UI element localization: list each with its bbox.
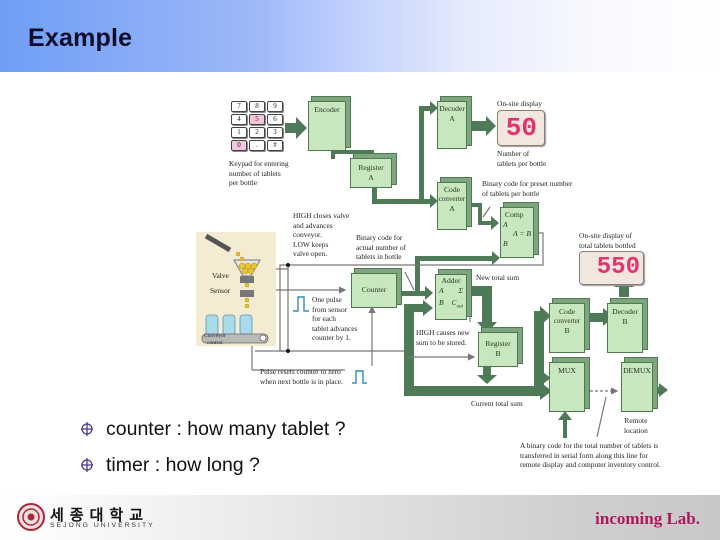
university-name-korean: 세종대학교	[50, 507, 150, 524]
keypad-key-0: 0	[231, 140, 247, 151]
annotation-pulse-resets: Pulse resets counter to zero when next b…	[260, 367, 343, 386]
demux-block: DEMUX	[621, 362, 653, 412]
mux-block: MUX	[549, 362, 585, 412]
keypad-key-hash: #	[267, 140, 283, 151]
annotation-binary-preset: Binary code for preset number of tablets…	[482, 179, 573, 198]
display-a: 50	[497, 110, 545, 146]
bullet-item: counter : how many tablet ?	[80, 411, 346, 447]
counter-block: Counter	[351, 273, 397, 308]
annotation-high-closes-valve: HIGH closes valve and advances conveyor.…	[293, 211, 350, 259]
display-b-title: On-site display of total tablets bottled	[579, 231, 636, 250]
code-converter-b-block: Code converter B	[549, 303, 585, 353]
bottling-machine-illustration	[196, 232, 276, 346]
register-a-block: Register A	[350, 158, 392, 188]
register-b-block: Register B	[478, 332, 518, 367]
keypad-caption: Keypad for entering number of tablets pe…	[229, 159, 289, 188]
display-a-caption: Number of tablets per bottle	[497, 149, 547, 168]
keypad-key-3: 3	[267, 127, 283, 138]
keypad-key-5: 5	[249, 114, 265, 125]
display-a-value: 50	[505, 113, 537, 143]
annotation-new-total-sum: New total sum	[476, 273, 520, 282]
display-b-value: 550	[596, 254, 640, 281]
keypad-key-8: 8	[249, 101, 265, 112]
display-b: 550	[579, 251, 644, 285]
annotation-binary-actual: Binary code for actual number of tablets…	[356, 233, 407, 262]
university-name-english: SEJONG UNIVERSITY	[50, 522, 155, 529]
university-seal-icon	[17, 503, 45, 531]
bullet-list: counter : how many tablet ? timer : how …	[80, 411, 346, 483]
encoder-block: Encoder	[308, 101, 346, 151]
tablet-bottling-diagram: 7 8 9 4 5 6 1 2 3 0 . # Keypad for enter…	[196, 99, 668, 470]
keypad-key-2: 2	[249, 127, 265, 138]
slide-title: Example	[28, 24, 133, 52]
bullet-text: counter : how many tablet ?	[106, 417, 346, 440]
display-a-title: On-site display	[497, 99, 542, 108]
code-converter-a-block: Code converter A	[437, 182, 467, 230]
bullet-item: timer : how long ?	[80, 447, 346, 483]
comparator-block: Comp A A = B B	[500, 207, 534, 258]
diagram-connectors	[251, 101, 668, 438]
bullet-text: timer : how long ?	[106, 453, 260, 476]
crosshair-bullet-icon	[81, 422, 93, 436]
keypad-key-7: 7	[231, 101, 247, 112]
keypad: 7 8 9 4 5 6 1 2 3 0 . #	[231, 101, 291, 153]
crosshair-bullet-icon	[81, 458, 93, 472]
footer: 세종대학교 SEJONG UNIVERSITY incoming Lab.	[0, 495, 720, 540]
machine-graphic	[201, 233, 269, 344]
title-bar: Example	[0, 0, 720, 72]
keypad-key-1: 1	[231, 127, 247, 138]
keypad-key-9: 9	[267, 101, 283, 112]
university-logo	[16, 502, 46, 537]
annotation-high-causes: HIGH causes new sum to be stored.	[416, 328, 470, 347]
keypad-key-dot: .	[249, 140, 265, 151]
decoder-a-block: Decoder A	[437, 101, 467, 149]
keypad-key-6: 6	[267, 114, 283, 125]
decoder-b-block: Decoder B	[607, 303, 643, 353]
conveyor-control-label: Conveyor control	[204, 333, 226, 346]
sensor-label: Sensor	[210, 286, 231, 295]
annotation-binary-serial: A binary code for the total number of ta…	[520, 441, 661, 470]
annotation-remote-location: Remote location	[624, 416, 648, 435]
annotation-current-total-sum: Current total sum	[471, 399, 523, 408]
annotation-one-pulse: One pulse from sensor for each tablet ad…	[312, 295, 358, 343]
valve-label: Valve	[212, 271, 229, 280]
lab-name: incoming Lab.	[595, 509, 700, 528]
keypad-key-4: 4	[231, 114, 247, 125]
